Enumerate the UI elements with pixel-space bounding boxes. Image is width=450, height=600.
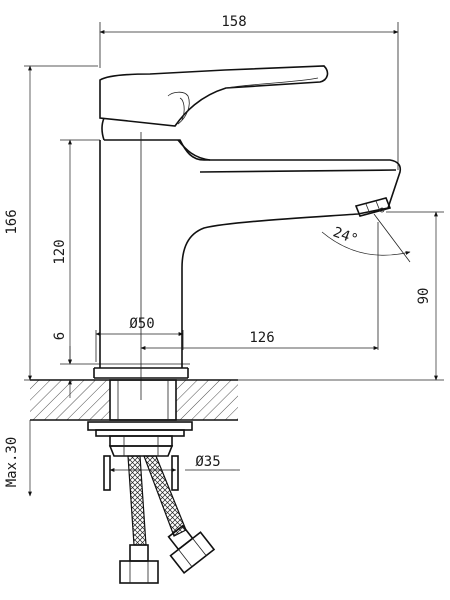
dim-body-height: 120 (52, 239, 68, 264)
dim-overall-height: 166 (4, 209, 20, 234)
dim-deck-thickness: Max.30 (4, 437, 20, 488)
spout-body (177, 139, 397, 173)
dim-overall-width: 158 (221, 14, 246, 30)
mounting-hardware (87, 421, 193, 491)
dim-base-offset: 6 (52, 332, 68, 340)
dim-spout-height: 90 (416, 288, 432, 305)
dim-spout-reach: 126 (249, 330, 274, 346)
dim-base-diameter: Ø50 (129, 316, 154, 332)
countertop-section (30, 379, 238, 421)
dim-spout-angle: 24° (331, 224, 360, 248)
aerator (354, 197, 392, 217)
faucet-body (93, 65, 402, 400)
dim-shank-diameter: Ø35 (195, 454, 220, 470)
supply-hoses (119, 455, 216, 584)
lever-handle (99, 65, 329, 127)
dimension-lines (28, 30, 438, 497)
